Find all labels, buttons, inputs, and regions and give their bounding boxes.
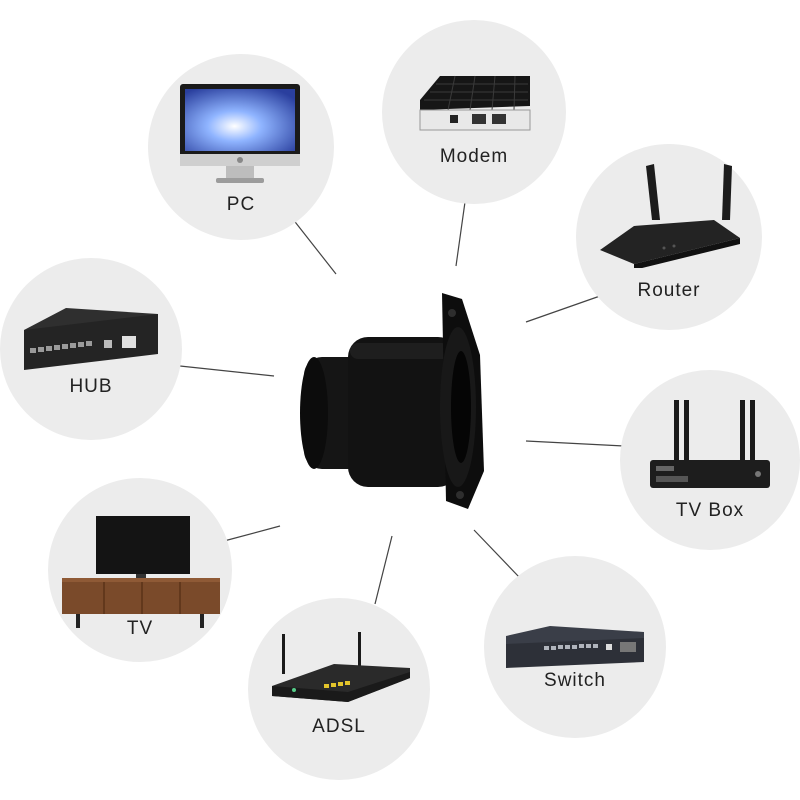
line-adsl bbox=[374, 535, 393, 605]
device-label-hub: HUB bbox=[69, 376, 113, 397]
panel-mount-connector-icon bbox=[300, 293, 484, 509]
modem-icon bbox=[419, 75, 531, 131]
device-label-adsl: ADSL bbox=[312, 716, 366, 737]
device-pc: PC bbox=[148, 54, 334, 240]
line-modem bbox=[455, 201, 466, 267]
switch-icon bbox=[506, 626, 644, 668]
hub-icon bbox=[24, 308, 158, 370]
line-tvbox bbox=[525, 440, 625, 447]
line-hub bbox=[179, 365, 275, 377]
device-tv: TV bbox=[48, 478, 232, 662]
device-label-router: Router bbox=[637, 280, 701, 301]
device-label-tvbox: TV Box bbox=[675, 500, 745, 521]
device-label-pc: PC bbox=[226, 194, 256, 215]
router-icon bbox=[600, 164, 740, 268]
device-switch: Switch bbox=[484, 556, 666, 738]
device-label-tv: TV bbox=[126, 618, 154, 639]
device-router: Router bbox=[576, 144, 762, 330]
device-modem: Modem bbox=[382, 20, 566, 204]
device-tvbox: TV Box bbox=[620, 370, 800, 550]
adsl-router-icon bbox=[272, 632, 410, 702]
device-hub: HUB bbox=[0, 258, 182, 440]
device-label-modem: Modem bbox=[439, 146, 509, 167]
line-router bbox=[525, 295, 601, 323]
tv-on-stand-icon bbox=[62, 516, 220, 628]
line-tv bbox=[223, 525, 281, 542]
line-pc bbox=[291, 217, 337, 275]
device-adsl: ADSL bbox=[248, 598, 430, 780]
tv-box-icon bbox=[650, 400, 770, 488]
imac-monitor-icon bbox=[180, 84, 300, 183]
line-switch bbox=[473, 529, 521, 579]
device-label-switch: Switch bbox=[544, 670, 606, 691]
